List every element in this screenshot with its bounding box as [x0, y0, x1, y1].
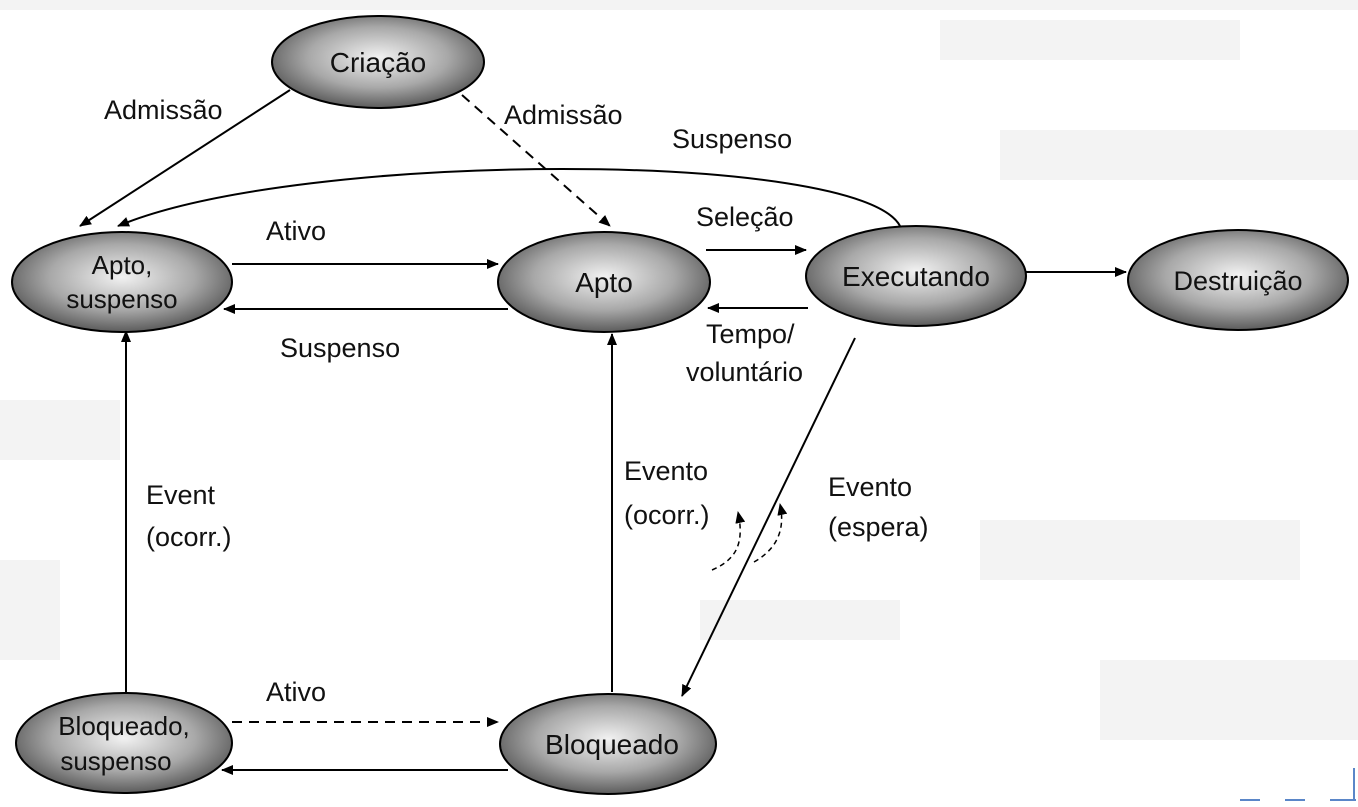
background-pattern	[0, 0, 1358, 740]
transition-labels: Admissão Admissão Suspenso Ativo Seleção…	[104, 95, 929, 707]
state-bloqueado-suspenso-label-line2: suspenso	[60, 746, 171, 776]
edge-executando-apto-suspenso	[117, 168, 901, 227]
label-suspenso-top: Suspenso	[672, 124, 792, 154]
state-apto-suspenso-label-line2: suspenso	[66, 284, 177, 314]
label-admissao-right: Admissão	[504, 100, 623, 130]
corner-marks	[1240, 768, 1356, 801]
edge-executando-bloqueado	[681, 337, 856, 697]
state-apto-suspenso: Apto, suspenso	[11, 231, 233, 333]
label-tempo-voluntario-line1: Tempo/	[706, 319, 795, 349]
state-executando: Executando	[805, 225, 1027, 327]
state-apto-suspenso-label-line1: Apto,	[92, 250, 153, 280]
state-destruicao: Destruição	[1127, 229, 1349, 331]
dashed-curve-ocorr	[711, 511, 746, 571]
transition-arrows	[79, 89, 1127, 775]
label-tempo-voluntario-line2: voluntário	[686, 357, 803, 387]
edge-criacao-apto-suspenso	[79, 89, 291, 227]
state-destruicao-label: Destruição	[1173, 266, 1302, 296]
label-event-ocorr-line1: Event	[146, 480, 216, 510]
dashed-curve-espera	[753, 503, 788, 563]
state-apto-label: Apto	[575, 267, 633, 298]
label-ativo-top: Ativo	[266, 216, 326, 246]
label-selecao: Seleção	[696, 202, 794, 232]
state-bloqueado: Bloqueado	[499, 693, 717, 795]
label-suspenso-mid: Suspenso	[280, 333, 400, 363]
label-admissao-left: Admissão	[104, 95, 223, 125]
state-apto: Apto	[497, 231, 711, 333]
state-bloqueado-label: Bloqueado	[545, 729, 679, 760]
state-executando-label: Executando	[842, 261, 990, 292]
label-ativo-bottom: Ativo	[266, 677, 326, 707]
label-evento-ocorr-line2: (ocorr.)	[624, 500, 710, 530]
state-bloqueado-suspenso: Bloqueado, suspenso	[15, 692, 233, 794]
label-event-ocorr-line2: (ocorr.)	[146, 522, 232, 552]
label-evento-espera-line1: Evento	[828, 472, 912, 502]
label-evento-ocorr-line1: Evento	[624, 456, 708, 486]
state-criacao-label: Criação	[330, 47, 426, 78]
state-criacao: Criação	[271, 15, 485, 109]
label-evento-espera-line2: (espera)	[828, 512, 929, 542]
state-bloqueado-suspenso-label-line1: Bloqueado,	[58, 711, 190, 741]
